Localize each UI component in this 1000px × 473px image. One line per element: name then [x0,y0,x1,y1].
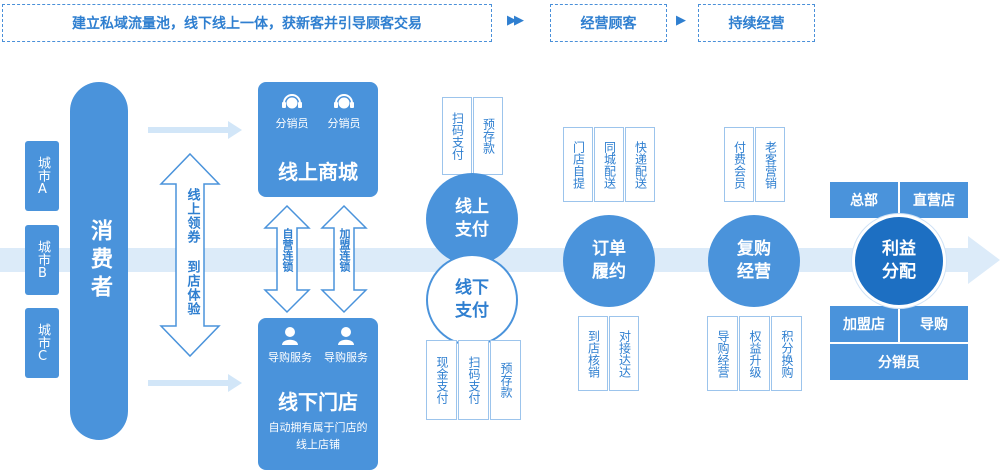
self-chain-label: 自营连锁 [281,228,294,272]
offline-store-desc: 自动拥有属于门店的线上店铺 [268,421,368,451]
tag-points-exchange: 积分换购 [771,316,802,391]
tag-store-pickup: 门店自提 [563,127,593,202]
circle-online-payment: 线上支付 [426,173,518,265]
shopping-guide-2: 导购服务 [318,326,374,365]
online-mall-title: 线上商城 [278,160,358,184]
circle-order-fulfillment: 订单履约 [563,215,655,307]
offline-store-title: 线下门店 [278,390,358,414]
tag-in-store-redeem: 到店核销 [578,316,608,391]
tag-dada-integration: 对接达达 [609,316,639,391]
box-shopping-guide: 导购 [900,306,968,342]
box-headquarters: 总部 [830,182,898,218]
tag-cash-pay: 现金支付 [426,340,457,420]
shopping-guide-1: 导购服务 [262,326,318,365]
banner-stage-ongoing: 持续经营 [698,4,815,42]
tag-prepaid-offline: 预存款 [490,340,521,420]
banner-stage-customer: 经营顾客 [550,4,667,42]
circle-offline-payment: 线下支付 [426,254,518,346]
box-distributor: 分销员 [830,344,968,380]
distributor-1: 分销员 [270,92,314,131]
coupon-label: 线上领券 到店体验 [184,188,200,316]
banner-strategy-text: 建立私域流量池，线下线上一体，获新客并引导顾客交易 [72,16,422,32]
user-icon [282,327,298,345]
offline-store-panel: 导购服务 导购服务 线下门店 自动拥有属于门店的线上店铺 [258,318,378,470]
tag-benefit-upgrade: 权益升级 [739,316,770,391]
play-arrow-icon: ▶ [676,13,686,28]
consumer-bar: 消费者 [70,82,128,440]
fast-forward-icon: ▶▶ [507,13,524,28]
tag-prepaid-online: 预存款 [473,97,503,175]
tag-scan-pay-offline: 扫码支付 [458,340,489,420]
circle-profit-distribution: 利益分配 [852,214,946,308]
user-icon [338,327,354,345]
city-a: 城市A [25,141,59,211]
box-direct-store: 直营店 [900,182,968,218]
self-chain-arrow [263,204,311,314]
franchise-chain-label: 加盟连锁 [338,228,351,272]
headset-icon [282,94,302,109]
arrow-to-store [148,374,242,392]
headset-icon [334,94,354,109]
franchise-chain-arrow [320,204,368,314]
banner-strategy: 建立私域流量池，线下线上一体，获新客并引导顾客交易 [2,4,492,42]
city-c: 城市C [25,308,59,378]
tag-paid-membership: 付费会员 [724,127,754,202]
tag-returning-customer-marketing: 老客营销 [755,127,785,202]
box-franchise-store: 加盟店 [830,306,898,342]
tag-guide-operation: 导购经营 [707,316,738,391]
distributor-2: 分销员 [322,92,366,131]
circle-repurchase: 复购经营 [708,215,800,307]
city-b: 城市B [25,225,59,295]
arrow-to-mall [148,121,242,139]
tag-scan-pay-online: 扫码支付 [442,97,472,175]
online-mall-panel: 分销员 分销员 线上商城 [258,82,378,197]
tag-express-delivery: 快递配送 [625,127,655,202]
tag-same-city-delivery: 同城配送 [594,127,624,202]
coupon-double-arrow [159,152,221,358]
